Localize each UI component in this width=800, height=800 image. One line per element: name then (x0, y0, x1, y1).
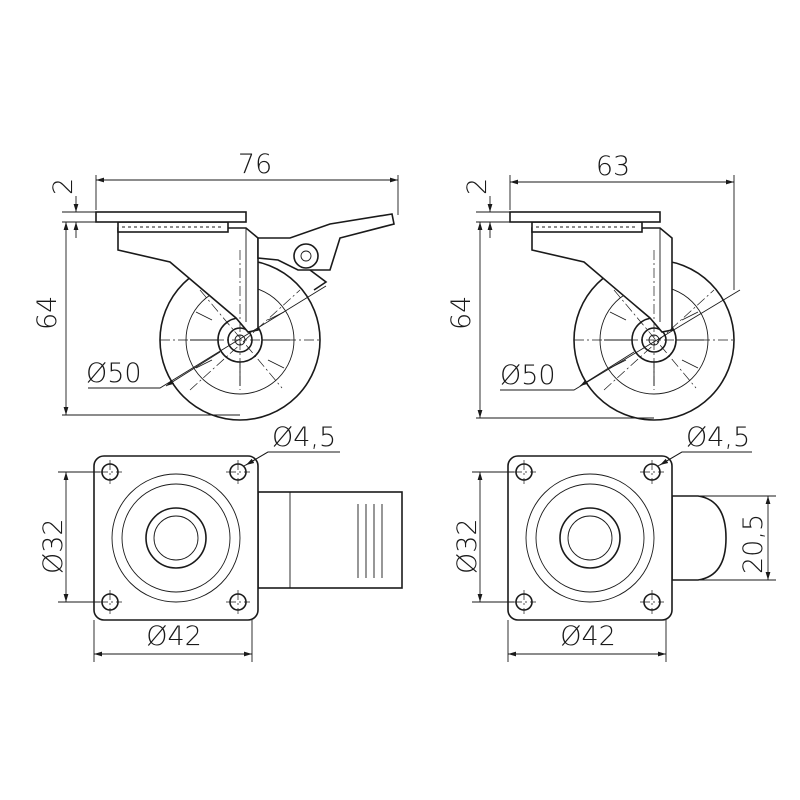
left-plan-view (93, 455, 403, 621)
left-plate-top (93, 455, 259, 621)
left-top-width-label: 76 (238, 149, 272, 180)
right-plan-view (507, 455, 727, 621)
left-plate-thickness-label: 2 (48, 178, 79, 195)
left-hole-spacing-label: Ø32 (38, 518, 69, 574)
right-fork (531, 227, 673, 333)
left-hole-diameter-label: Ø4,5 (272, 422, 336, 453)
right-hole-diameter-label: Ø4,5 (686, 422, 750, 453)
right-wheel-top (671, 495, 727, 581)
left-brake-pedal-top (257, 491, 403, 589)
right-plate-thickness-label: 2 (462, 178, 493, 195)
right-side-dimensions: 63 2 64 Ø50 (446, 151, 741, 419)
left-plan-dimensions: Ø4,5 Ø32 Ø42 (38, 422, 340, 662)
right-wheel-width-label: 20,5 (738, 514, 769, 574)
left-side-view (95, 211, 395, 421)
right-top-width-label: 63 (596, 151, 630, 182)
right-hole-spacing-label: Ø32 (452, 518, 483, 574)
left-mounting-plate (95, 211, 247, 223)
right-plan-dimensions: Ø4,5 Ø32 Ø42 20,5 (452, 422, 776, 662)
left-side-dimensions: 76 2 64 Ø50 (32, 149, 399, 416)
right-plate-top (507, 455, 673, 621)
left-fork (117, 227, 259, 333)
right-plate-width-label: Ø42 (560, 621, 616, 652)
right-height-label: 64 (446, 296, 477, 330)
right-wheel-diameter-label: Ø50 (500, 360, 556, 391)
left-wheel-diameter-label: Ø50 (86, 358, 142, 389)
left-brake-lever (257, 213, 395, 271)
right-side-view (509, 211, 735, 421)
left-height-label: 64 (32, 296, 63, 330)
right-mounting-plate (509, 211, 661, 223)
left-plate-width-label: Ø42 (146, 621, 202, 652)
